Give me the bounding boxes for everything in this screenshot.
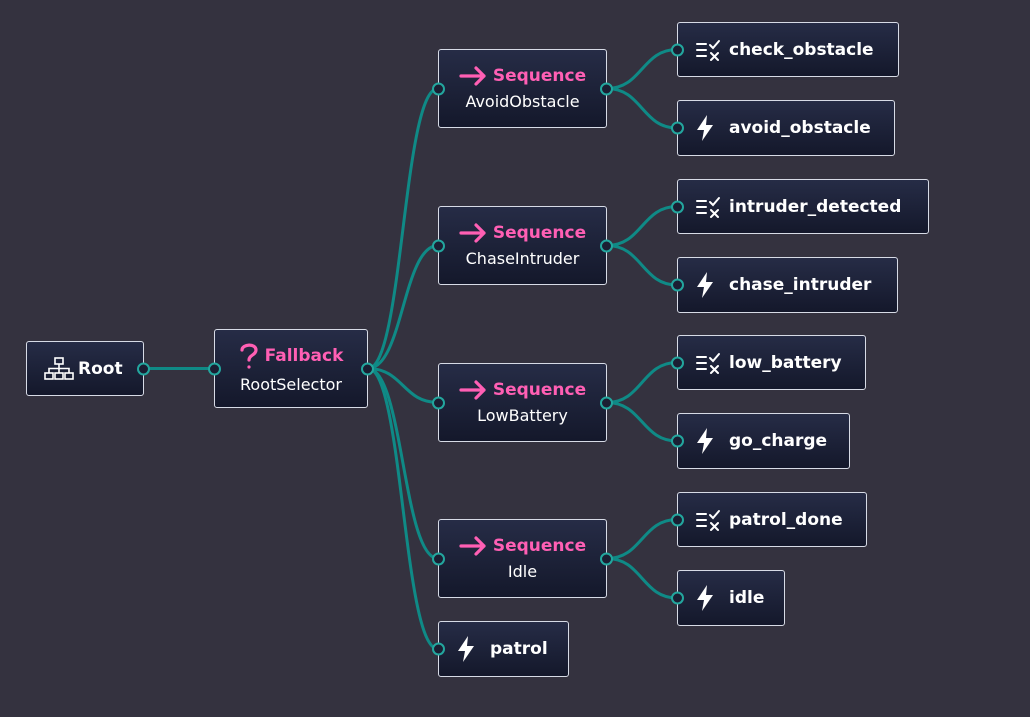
node-action-label: patrol [490,639,548,659]
node-sequence-name: AvoidObstacle [465,92,580,111]
input-port[interactable] [671,434,684,448]
node-action-chase-intruder[interactable]: chase_intruder [671,257,898,313]
arrow-right-icon [459,380,487,400]
input-port[interactable] [671,278,684,292]
node-action-label: idle [729,588,765,608]
node-sequence-name: LowBattery [477,406,568,425]
edge-seq_chase-intruder_detected [606,205,678,247]
edge-seq_idle-idle [606,557,678,600]
node-condition-patrol-done[interactable]: patrol_done [671,492,867,547]
node-condition-label: intruder_detected [729,196,902,217]
arrow-right-icon [459,536,487,556]
edge-fallback-seq_idle [367,367,439,560]
node-sequence-chase-intruder[interactable]: Sequence ChaseIntruder [432,206,613,285]
node-fallback-type: Fallback [264,346,344,366]
condition-check-icon [695,36,727,64]
lightning-icon [695,427,727,455]
question-mark-icon [239,342,259,370]
input-port[interactable] [432,552,445,565]
edge-fallback-seq_avoid [367,87,439,370]
node-action-go-charge[interactable]: go_charge [671,413,850,469]
node-condition-label: check_obstacle [729,39,874,60]
edge-seq_battery-low_battery [606,361,678,404]
node-action-idle[interactable]: idle [671,570,785,626]
node-sequence-type: Sequence [492,223,587,243]
input-port[interactable] [432,642,445,656]
node-sequence-avoid-obstacle[interactable]: Sequence AvoidObstacle [432,49,613,128]
condition-check-icon [695,349,727,377]
edge-fallback-patrol [367,367,439,651]
node-condition-label: patrol_done [729,509,843,530]
input-port[interactable] [208,362,221,375]
node-condition-intruder-detected[interactable]: intruder_detected [671,179,929,234]
node-sequence-low-battery[interactable]: Sequence LowBattery [432,363,613,442]
node-root-label: Root [78,358,123,379]
condition-check-icon [695,506,727,534]
node-sequence-name: Idle [507,562,538,581]
node-action-label: chase_intruder [729,275,872,295]
lightning-icon [695,584,727,612]
node-sequence-type: Sequence [492,536,587,556]
node-sequence-idle[interactable]: Sequence Idle [432,519,613,598]
arrow-right-icon [459,223,487,243]
edge-seq_chase-chase_intruder [606,244,678,287]
node-root[interactable]: Root [26,341,150,396]
output-port[interactable] [600,82,613,95]
node-condition-label: low_battery [729,352,842,373]
edge-fallback-seq_chase [367,244,439,370]
edge-seq_battery-go_charge [606,401,678,443]
input-port[interactable] [671,200,684,213]
input-port[interactable] [432,82,445,95]
output-port[interactable] [600,396,613,409]
edge-seq_idle-patrol_done [606,518,678,560]
node-action-avoid-obstacle[interactable]: avoid_obstacle [671,100,895,156]
lightning-icon [456,635,488,663]
input-port[interactable] [432,396,445,409]
node-sequence-type: Sequence [492,66,587,86]
input-port[interactable] [671,591,684,605]
output-port[interactable] [361,362,374,375]
node-condition-check-obstacle[interactable]: check_obstacle [671,22,899,77]
input-port[interactable] [432,239,445,252]
lightning-icon [695,271,727,299]
input-port[interactable] [671,356,684,369]
node-sequence-name: ChaseIntruder [465,249,580,268]
edge-fallback-seq_battery [367,367,439,404]
edge-seq_avoid-avoid_obstacle [606,87,678,130]
input-port[interactable] [671,121,684,135]
condition-check-icon [695,193,727,221]
node-condition-low-battery[interactable]: low_battery [671,335,866,390]
tree-hierarchy-icon [44,355,76,383]
node-sequence-type: Sequence [492,380,587,400]
output-port[interactable] [600,239,613,252]
node-fallback[interactable]: Fallback RootSelector [208,329,374,408]
arrow-right-icon [459,66,487,86]
node-fallback-name: RootSelector [240,375,342,394]
input-port[interactable] [671,513,684,526]
lightning-icon [695,114,727,142]
output-port[interactable] [137,362,150,375]
node-action-patrol[interactable]: patrol [432,621,569,677]
node-action-label: avoid_obstacle [729,118,871,138]
output-port[interactable] [600,552,613,565]
node-action-label: go_charge [729,431,828,451]
edge-seq_avoid-check_obstacle [606,48,678,90]
input-port[interactable] [671,43,684,56]
